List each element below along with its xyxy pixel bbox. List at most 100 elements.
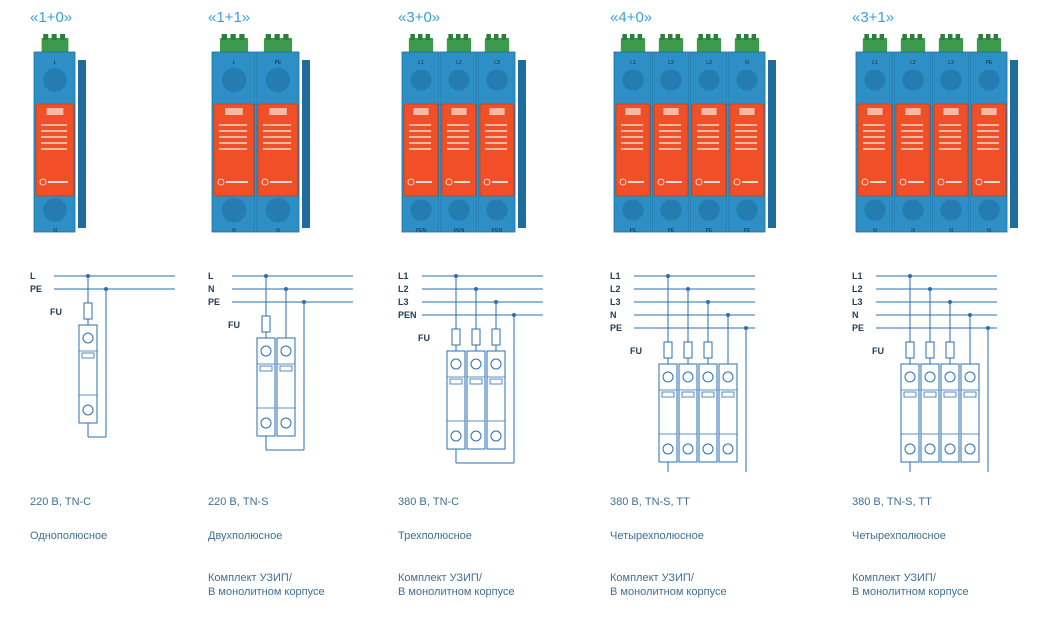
brand-name-mark xyxy=(908,181,924,183)
bus-line-label: PE xyxy=(852,323,864,333)
terminal-block xyxy=(696,38,722,54)
module-text-line xyxy=(41,130,67,132)
terminal-top-symbol xyxy=(722,371,734,383)
terminal-screw xyxy=(274,34,280,40)
brand-logo-icon xyxy=(407,178,415,186)
top-terminal-label: L1 xyxy=(630,60,636,66)
indicator-symbol xyxy=(681,391,695,398)
bus-line-label: L xyxy=(30,271,36,281)
pole-count: Двухполюсное xyxy=(208,530,283,542)
config-title: «3+0» xyxy=(398,9,441,26)
status-window xyxy=(663,108,679,115)
module-text-line xyxy=(901,136,923,138)
module-text-line xyxy=(735,136,757,138)
screw-hole-top xyxy=(978,69,1000,91)
module-text-line xyxy=(939,136,961,138)
screw-hole-top xyxy=(265,67,291,93)
kit-description: Комплект УЗИП/В монолитном корпусе xyxy=(852,571,969,599)
module-text-line xyxy=(659,148,681,150)
terminal-screw xyxy=(947,34,953,40)
fuse-symbol xyxy=(663,341,673,359)
bottom-terminal-label: N xyxy=(987,228,991,234)
screw-hole-top xyxy=(486,69,508,91)
brand-name-mark xyxy=(226,181,248,183)
spd-module-symbol xyxy=(276,337,296,437)
brand-logo-icon xyxy=(483,178,491,186)
spd-module-symbol xyxy=(486,350,506,450)
module-text-line xyxy=(219,130,247,132)
terminal-screw xyxy=(629,34,635,40)
indicator-symbol xyxy=(259,365,273,372)
screw-hole-top xyxy=(736,69,758,91)
terminal-screw xyxy=(283,34,289,40)
device-side xyxy=(78,60,86,228)
module-text-line xyxy=(219,124,247,126)
terminal-bottom-symbol xyxy=(722,443,734,455)
indicator-symbol xyxy=(721,391,735,398)
bus-line-label: PE xyxy=(30,284,42,294)
kit-line-2: В монолитном корпусе xyxy=(852,586,969,598)
terminal-screw xyxy=(955,34,961,40)
indicator-symbol xyxy=(469,378,483,385)
screw-hole-bottom xyxy=(410,199,432,221)
kit-description: Комплект УЗИП/В монолитном корпусе xyxy=(610,571,727,599)
voltage-system-spec: 220 В, TN-S xyxy=(208,496,269,508)
module-text-line xyxy=(977,124,999,126)
indicator-symbol xyxy=(943,391,957,398)
fuse-label: FU xyxy=(872,346,884,356)
terminal-screw xyxy=(239,34,245,40)
module-text-line xyxy=(863,136,885,138)
module-text-line xyxy=(977,148,999,150)
terminal-screw xyxy=(705,34,711,40)
module-text-line xyxy=(263,142,291,144)
terminal-bottom-symbol xyxy=(682,443,694,455)
bus-line-label: L3 xyxy=(610,297,621,307)
brand-name-mark xyxy=(704,181,720,183)
terminal-screw xyxy=(902,34,907,40)
brand-name-mark xyxy=(742,181,758,183)
junction-dot xyxy=(666,274,670,278)
screw-hole-top xyxy=(622,69,644,91)
top-terminal-label: L xyxy=(233,60,236,66)
voltage-system-spec: 380 В, TN-S, TT xyxy=(852,496,932,508)
module-text-line xyxy=(659,136,681,138)
status-window xyxy=(625,108,641,115)
terminal-screw xyxy=(501,34,507,40)
junction-dot xyxy=(706,300,710,304)
kit-line-1: Комплект УЗИП/ xyxy=(398,572,482,584)
module-text-line xyxy=(485,124,507,126)
bus-line-label: PEN xyxy=(398,310,417,320)
brand-name-mark xyxy=(48,181,68,183)
brand-name-mark xyxy=(984,181,1000,183)
status-window xyxy=(225,108,243,115)
terminal-top-symbol xyxy=(450,358,462,370)
status-window xyxy=(413,108,429,115)
bus-line-label: L3 xyxy=(398,297,409,307)
terminal-screw xyxy=(993,34,999,40)
terminal-screw xyxy=(660,34,665,40)
module-text-line xyxy=(939,130,961,132)
module-text-line xyxy=(977,136,999,138)
brand-name-mark xyxy=(270,181,292,183)
screw-hole-top xyxy=(43,68,67,92)
module-text-line xyxy=(485,130,507,132)
screw-hole-bottom xyxy=(978,199,1000,221)
screw-hole-top xyxy=(221,67,247,93)
brand-logo-icon xyxy=(937,178,945,186)
terminal-screw xyxy=(978,34,983,40)
brand-logo-icon xyxy=(619,178,627,186)
module-text-line xyxy=(901,124,923,126)
bus-line-label: L1 xyxy=(852,271,863,281)
top-terminal-label: PE xyxy=(986,60,993,66)
module-text-line xyxy=(901,130,923,132)
top-terminal-label: PE xyxy=(275,60,282,66)
pole-count: Трехполюсное xyxy=(398,530,472,542)
module-text-line xyxy=(621,142,643,144)
brand-name-mark xyxy=(454,181,470,183)
